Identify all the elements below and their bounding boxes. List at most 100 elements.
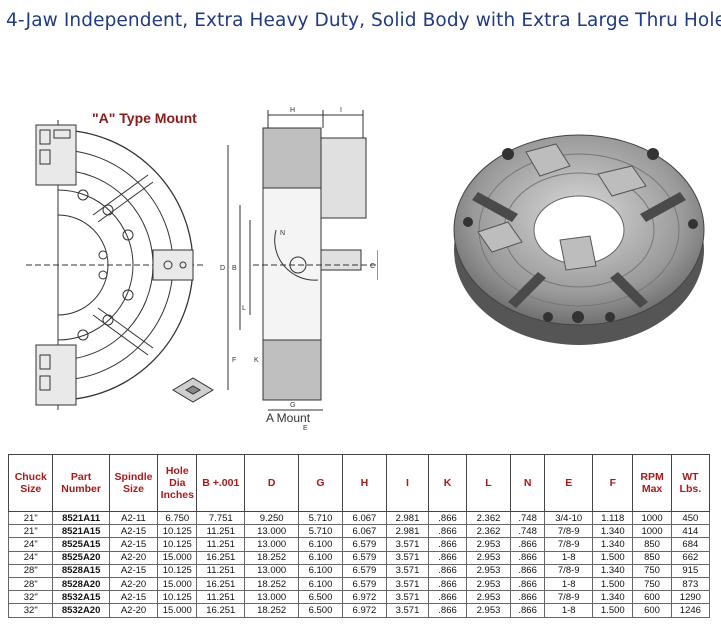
table-cell: A2-11 [108, 510, 159, 526]
dim-label-l: L [242, 305, 246, 312]
table-cell: 11.251 [196, 524, 246, 539]
table-cell: 10.125 [157, 524, 198, 539]
table-cell: A2-20 [108, 550, 159, 565]
table-cell: 6.067 [341, 510, 387, 526]
table-cell: 6.972 [341, 590, 387, 605]
dim-label-k: K [254, 357, 259, 364]
table-cell: 1.118 [592, 510, 634, 526]
table-cell: 2.981 [385, 524, 430, 539]
table-cell: 3.571 [385, 563, 430, 578]
table-cell: 13.000 [244, 563, 299, 578]
table-cell: 8532A20 [52, 603, 110, 618]
table-cell: 18.252 [244, 576, 299, 592]
table-cell: 11.251 [196, 563, 246, 578]
table-cell: 1-8 [544, 603, 594, 618]
a-mount-label: A Mount [266, 411, 311, 425]
table-cell: .866 [428, 563, 468, 578]
dim-label-f: F [232, 357, 236, 364]
col-header-part-number: Part Number [52, 454, 110, 512]
page-title: 4-Jaw Independent, Extra Heavy Duty, Sol… [6, 10, 721, 31]
table-cell: 10.125 [157, 590, 198, 605]
table-cell: 32" [7, 590, 54, 605]
table-cell: 6.579 [341, 576, 387, 592]
table-cell: 8521A11 [52, 510, 110, 526]
table-cell: 2.362 [466, 510, 511, 526]
table-cell: .748 [509, 510, 546, 526]
table-cell: 28" [7, 563, 54, 578]
table-cell: 11.251 [196, 590, 246, 605]
table-cell: A2-20 [108, 603, 159, 618]
col-header-k: K [428, 454, 468, 512]
table-cell: 3.571 [385, 576, 430, 592]
table-cell: 1-8 [544, 550, 594, 565]
table-cell: 1.500 [592, 603, 634, 618]
table-cell: 850 [632, 537, 672, 552]
table-cell: 6.100 [297, 576, 343, 592]
table-cell: 7/8-9 [544, 537, 594, 552]
table-cell: .866 [428, 537, 468, 552]
table-cell: 5.710 [297, 510, 343, 526]
table-cell: 21" [7, 524, 54, 539]
table-cell: 16.251 [196, 603, 246, 618]
table-cell: 28" [7, 576, 54, 592]
table-cell: 2.362 [466, 524, 511, 539]
table-cell: 2.953 [466, 576, 511, 592]
table-cell: .748 [509, 524, 546, 539]
table-cell: 873 [670, 576, 711, 592]
dim-label-b: B [232, 265, 237, 272]
table-cell: 1.500 [592, 576, 634, 592]
table-cell: .866 [428, 590, 468, 605]
table-cell: 1.340 [592, 590, 634, 605]
table-cell: 1246 [670, 603, 711, 618]
table-cell: 10.125 [157, 563, 198, 578]
table-cell: 1.500 [592, 550, 634, 565]
col-header-g: G [297, 454, 343, 512]
table-cell: A2-15 [108, 590, 159, 605]
table-cell: 3.571 [385, 590, 430, 605]
table-cell: 662 [670, 550, 711, 565]
table-cell: 15.000 [157, 576, 198, 592]
table-cell: 15.000 [157, 550, 198, 565]
col-header-n: N [509, 454, 546, 512]
table-cell: 2.953 [466, 550, 511, 565]
table-cell: .866 [509, 563, 546, 578]
col-header-e: E [544, 454, 594, 512]
table-cell: 600 [632, 590, 672, 605]
table-cell: 1000 [632, 510, 672, 526]
table-cell: 13.000 [244, 524, 299, 539]
dim-label-n: N [280, 230, 285, 237]
table-cell: 6.972 [341, 603, 387, 618]
table-cell: .866 [509, 576, 546, 592]
table-cell: 2.953 [466, 563, 511, 578]
table-cell: 18.252 [244, 550, 299, 565]
table-cell: 6.500 [297, 603, 343, 618]
col-header-d: D [244, 454, 299, 512]
table-cell: .866 [509, 590, 546, 605]
table-cell: 6.750 [157, 510, 198, 526]
table-cell: 5.710 [297, 524, 343, 539]
table-cell: 8532A15 [52, 590, 110, 605]
col-header-i: I [385, 454, 430, 512]
table-cell: 24" [7, 550, 54, 565]
table-cell: 1.340 [592, 524, 634, 539]
table-cell: .866 [428, 524, 468, 539]
table-cell: 6.100 [297, 537, 343, 552]
table-cell: 3.571 [385, 537, 430, 552]
table-cell: 684 [670, 537, 711, 552]
col-header-wt-lbs: WT Lbs. [670, 454, 711, 512]
table-cell: 10.125 [157, 537, 198, 552]
table-cell: 32" [7, 603, 54, 618]
table-cell: A2-15 [108, 537, 159, 552]
table-cell: 8528A20 [52, 576, 110, 592]
table-cell: 850 [632, 550, 672, 565]
table-cell: 750 [632, 563, 672, 578]
table-cell: 7/8-9 [544, 563, 594, 578]
table-cell: 13.000 [244, 590, 299, 605]
table-cell: 1.340 [592, 563, 634, 578]
